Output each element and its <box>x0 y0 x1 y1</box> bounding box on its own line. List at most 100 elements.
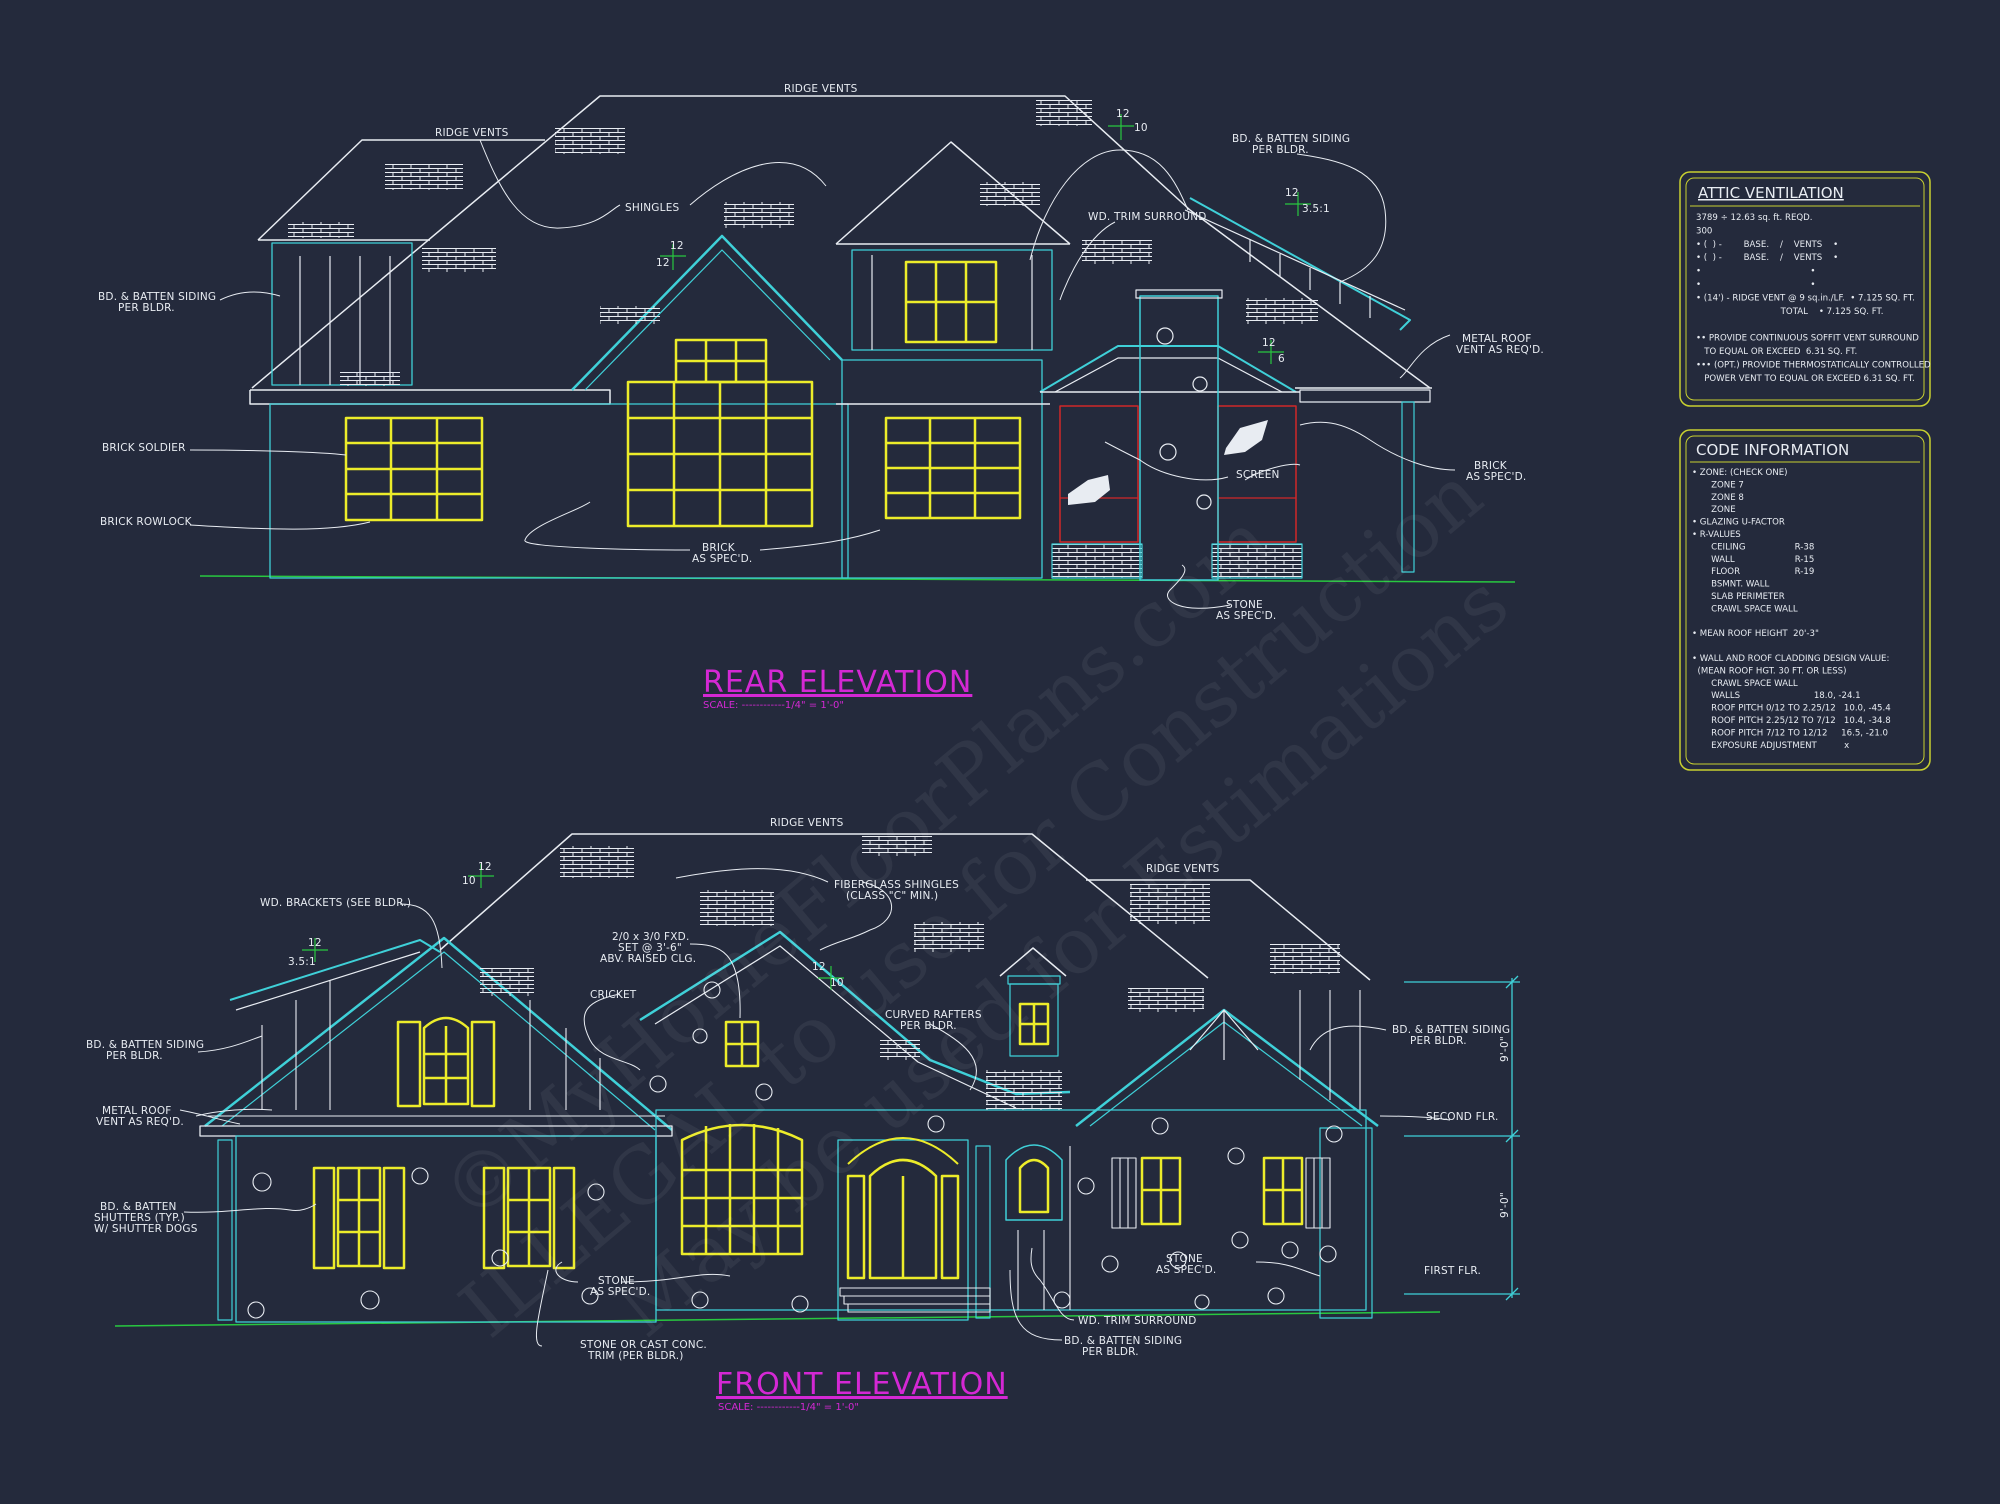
rear-label-bd-batten-right: BD. & BATTEN SIDING <box>1232 133 1350 145</box>
rear-label-wd-trim: WD. TRIM SURROUND <box>1088 211 1207 223</box>
code_information-line: • R-VALUES <box>1692 530 1741 540</box>
code_information-line: CRAWL SPACE WALL <box>1692 604 1798 614</box>
rear-label-bd-batten-left-2: PER BLDR. <box>118 302 175 314</box>
attic_ventilation-line: TOTAL • 7.125 SQ. FT. <box>1696 307 1883 317</box>
code_information-line: (MEAN ROOF HGT. 30 FT. OR LESS) <box>1692 666 1846 676</box>
attic_ventilation-line: TO EQUAL OR EXCEED 6.31 SQ. FT. <box>1696 347 1857 357</box>
rear-pitch-shed: 12 <box>1285 187 1299 199</box>
rear-pitch-rise: 10 <box>1134 122 1148 134</box>
rear-label-stone: STONE <box>1226 599 1263 611</box>
rear-left-hip <box>257 139 545 241</box>
rear-porch-gable <box>1039 345 1297 393</box>
rear-dormer-roof <box>835 141 1071 245</box>
code_information-line: ZONE 7 <box>1692 480 1744 490</box>
front-entry <box>837 1139 969 1321</box>
code_information-line: ROOF PITCH 7/12 TO 12/12 16.5, -21.0 <box>1692 728 1888 738</box>
front-dormer <box>999 947 1067 977</box>
front-label-shutters-2: SHUTTERS (TYP.) <box>94 1212 185 1224</box>
rear-dormer-wall <box>851 249 1053 351</box>
front-elevation: RIDGE VENTS RIDGE VENTS WD. BRACKETS (SE… <box>86 817 1520 1413</box>
rear-grade-line <box>199 575 1516 583</box>
attic-ventilation-lines: 3789 ÷ 12.63 sq. ft. REQD.300• ( ) - BAS… <box>1696 213 1931 384</box>
front-right-gable <box>1075 1008 1379 1127</box>
front-pitch-shed: 12 <box>308 937 322 949</box>
front-stone-pattern <box>247 981 1343 1319</box>
front-dim-lower: 9'-0" <box>1499 1192 1511 1218</box>
front-label-fixed-window: 2/0 x 3/0 FXD. <box>612 931 689 943</box>
front-dim-upper: 9'-0" <box>1499 1036 1511 1062</box>
front-label-metal-roof: METAL ROOF <box>102 1105 172 1117</box>
rear-left-upper-wall <box>271 242 413 386</box>
rear-elevation-scale: SCALE: ------------1/4" = 1'-0" <box>703 700 844 711</box>
code_information-line: ZONE <box>1692 505 1736 515</box>
rear-label-brick-rowlock: BRICK ROWLOCK <box>100 516 193 528</box>
front-leaders <box>179 868 1451 1347</box>
front-label-metal-roof-2: VENT AS REQ'D. <box>96 1116 184 1128</box>
attic_ventilation-line: POWER VENT TO EQUAL OR EXCEED 6.31 SQ. F… <box>1696 374 1915 384</box>
rear-label-brick-right: BRICK <box>1474 460 1508 472</box>
rear-label-brick-soldier: BRICK SOLDIER <box>102 442 186 454</box>
front-label-curved-rafters: CURVED RAFTERS <box>885 1009 982 1021</box>
rear-label-metal-roof-2: VENT AS REQ'D. <box>1456 344 1544 356</box>
watermark: ©MyHomeFloorPlans.com ILLEGAL to use for… <box>426 449 1526 1355</box>
front-elevation-scale: SCALE: ------------1/4" = 1'-0" <box>718 1402 859 1413</box>
code_information-line: • MEAN ROOF HEIGHT 20'-3" <box>1692 629 1819 639</box>
front-label-first-floor: FIRST FLR. <box>1424 1265 1481 1277</box>
rear-label-stone-2: AS SPEC'D. <box>1216 610 1276 622</box>
attic_ventilation-line: •• PROVIDE CONTINUOUS SOFFIT VENT SURROU… <box>1696 334 1919 344</box>
rear-screen-left <box>1059 405 1139 543</box>
rear-shed-roof <box>1189 197 1411 331</box>
front-label-cricket: CRICKET <box>590 989 637 1001</box>
rear-label-ridge-vents-left: RIDGE VENTS <box>435 127 509 139</box>
front-label-second-floor: SECOND FLR. <box>1426 1111 1499 1123</box>
attic_ventilation-line: 300 <box>1696 226 1712 236</box>
front-label-wd-trim: WD. TRIM SURROUND <box>1078 1315 1197 1327</box>
rear-label-bd-batten-left: BD. & BATTEN SIDING <box>98 291 216 303</box>
front-label-bd-batten-bottom: BD. & BATTEN SIDING <box>1064 1335 1182 1347</box>
rear-label-shingles: SHINGLES <box>625 202 680 214</box>
rear-label-bd-batten-right-2: PER BLDR. <box>1252 144 1309 156</box>
front-label-stone-left-2: AS SPEC'D. <box>590 1286 650 1298</box>
front-label-wd-brackets: WD. BRACKETS (SEE BLDR.) <box>260 897 411 909</box>
front-label-bd-batten-right-2: PER BLDR. <box>1410 1035 1467 1047</box>
front-label-shutters-3: W/ SHUTTER DOGS <box>94 1223 198 1235</box>
code_information-line: BSMNT. WALL <box>1692 580 1770 590</box>
attic_ventilation-line: • ( ) - BASE. / VENTS • <box>1696 240 1838 250</box>
front-dimensions <box>1404 975 1520 1301</box>
attic_ventilation-line: • ( ) - BASE. / VENTS • <box>1696 253 1838 263</box>
front-pitch-main-rise: 10 <box>462 875 476 887</box>
code_information-line: SLAB PERIMETER <box>1692 592 1785 602</box>
front-windows <box>312 1002 1304 1280</box>
front-label-stone-right: STONE <box>1166 1253 1203 1265</box>
rear-pitch-gable-rise: 12 <box>656 257 670 269</box>
front-label-bd-batten-bottom-2: PER BLDR. <box>1082 1346 1139 1358</box>
front-label-stone-right-2: AS SPEC'D. <box>1156 1264 1216 1276</box>
code_information-line: CRAWL SPACE WALL <box>1692 679 1798 689</box>
front-pitch-center: 12 <box>812 961 826 973</box>
front-label-bd-batten-left: BD. & BATTEN SIDING <box>86 1039 204 1051</box>
front-pitch-shed-rise: 3.5:1 <box>288 956 316 968</box>
front-pitch-main: 12 <box>478 861 492 873</box>
front-grade-line <box>114 1311 1441 1327</box>
rear-label-brick-center-2: AS SPEC'D. <box>692 553 752 565</box>
code-information-lines: • ZONE: (CHECK ONE) ZONE 7 ZONE 8 ZONE• … <box>1692 468 1891 751</box>
rear-pitch-label: 12 <box>1116 108 1130 120</box>
front-left-shed-roof <box>229 939 441 1001</box>
front-label-fiberglass-2: (CLASS "C" MIN.) <box>846 890 938 902</box>
rear-pitch-gable: 12 <box>670 240 684 252</box>
code_information-line: WALL R-15 <box>1692 555 1814 565</box>
watermark-line-2: ILLEGAL to use for Construction <box>444 449 1499 1355</box>
rear-center-gable <box>571 234 843 391</box>
attic-ventilation-panel: ATTIC VENTILATION 3789 ÷ 12.63 sq. ft. R… <box>1679 171 1931 407</box>
rear-elevation: RIDGE VENTS RIDGE VENTS 12 10 BD. & BATT… <box>98 83 1544 711</box>
front-label-curved-rafters-2: PER BLDR. <box>900 1020 957 1032</box>
front-label-cast-conc-2: TRIM (PER BLDR.) <box>587 1350 684 1362</box>
rear-first-floor-wall <box>269 403 849 579</box>
rear-label-brick-right-2: AS SPEC'D. <box>1466 471 1526 483</box>
rear-windows <box>344 260 1022 528</box>
rear-label-metal-roof: METAL ROOF <box>1462 333 1532 345</box>
attic-ventilation-title: ATTIC VENTILATION <box>1698 184 1844 202</box>
code_information-line: EXPOSURE ADJUSTMENT x <box>1692 741 1849 751</box>
